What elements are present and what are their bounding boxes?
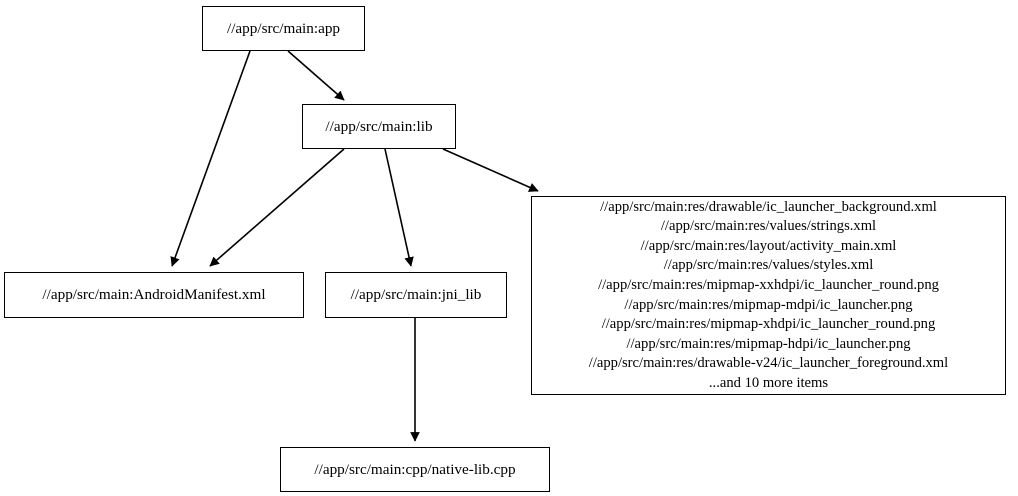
graph-node-native-lib-cpp[interactable]: //app/src/main:cpp/native-lib.cpp bbox=[280, 447, 550, 492]
graph-node-app-label: //app/src/main:app bbox=[226, 19, 341, 37]
edge-lib-to-jni-lib bbox=[384, 148, 414, 267]
graph-node-jni-lib[interactable]: //app/src/main:jni_lib bbox=[325, 272, 507, 318]
graph-node-res-list-label: //app/src/main:res/drawable/ic_launcher_… bbox=[588, 198, 949, 391]
graph-node-jni-lib-label: //app/src/main:jni_lib bbox=[350, 286, 482, 304]
edge-lib-to-res-list bbox=[442, 148, 539, 192]
graph-node-lib[interactable]: //app/src/main:lib bbox=[302, 104, 456, 149]
graph-node-android-manifest-label: //app/src/main:AndroidManifest.xml bbox=[42, 286, 266, 304]
graph-node-app[interactable]: //app/src/main:app bbox=[202, 6, 365, 51]
graph-node-android-manifest[interactable]: //app/src/main:AndroidManifest.xml bbox=[4, 272, 304, 318]
edge-lib-to-manifest bbox=[209, 148, 345, 267]
graph-node-res-list[interactable]: //app/src/main:res/drawable/ic_launcher_… bbox=[531, 196, 1006, 395]
graph-node-native-lib-cpp-label: //app/src/main:cpp/native-lib.cpp bbox=[314, 460, 516, 478]
edge-app-to-manifest bbox=[170, 50, 251, 267]
edge-app-to-lib bbox=[287, 50, 345, 101]
graph-node-lib-label: //app/src/main:lib bbox=[325, 117, 433, 135]
